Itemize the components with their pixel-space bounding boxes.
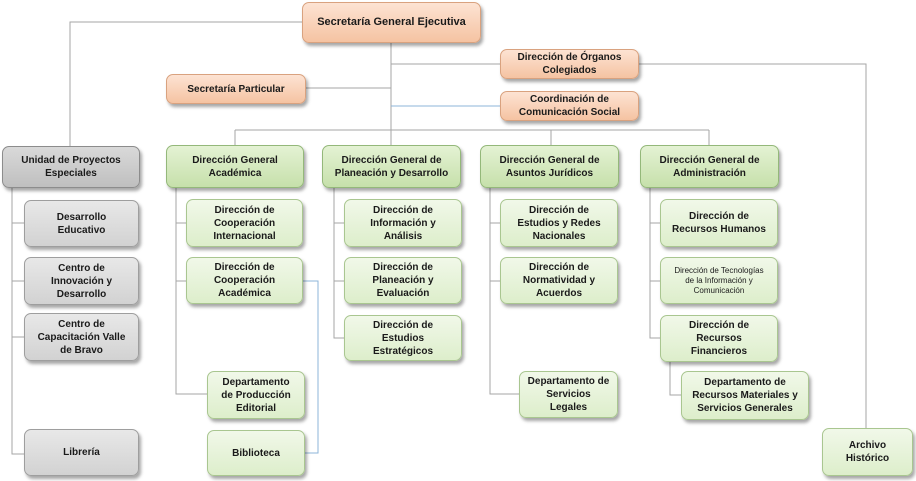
node-dir-recursos-humanos: Dirección de Recursos Humanos (660, 199, 778, 247)
node-unidad-proyectos-especiales: Unidad de Proyectos Especiales (2, 146, 140, 188)
node-archivo-historico: Archivo Histórico (822, 428, 913, 476)
node-centro-innovacion: Centro de Innovación y Desarrollo (24, 257, 139, 305)
node-centro-capacitacion: Centro de Capacitación Valle de Bravo (24, 313, 139, 361)
node-dir-normatividad-acuerdos: Dirección de Normatividad y Acuerdos (500, 257, 618, 304)
connector-planeacion-children (333, 188, 344, 339)
node-depto-servicios-legales: Departamento de Servicios Legales (519, 371, 618, 418)
connector-administracion-children (649, 188, 660, 339)
node-dir-cooperacion-internacional: Dirección de Cooperación Internacional (186, 199, 303, 247)
node-dir-informacion-analisis: Dirección de Información y Análisis (344, 199, 462, 247)
connector-academica-children (175, 188, 207, 395)
node-dg-juridicos: Dirección General de Asuntos Jurídicos (480, 145, 619, 188)
node-dir-estudios-redes: Dirección de Estudios y Redes Nacionales (500, 199, 618, 247)
node-desarrollo-educativo: Desarrollo Educativo (24, 200, 139, 247)
connector-juridicos-children (489, 188, 519, 395)
node-dir-cooperacion-academica: Dirección de Cooperación Académica (186, 257, 303, 304)
node-dir-tecnologias-informacion: Dirección de Tecnologías de la Informaci… (660, 257, 778, 304)
node-libreria: Librería (24, 429, 139, 476)
node-dir-planeacion-evaluacion: Dirección de Planeación y Evaluación (344, 257, 462, 304)
node-dg-administracion: Dirección General de Administración (640, 145, 779, 188)
node-dg-academica: Dirección General Académica (166, 145, 304, 188)
node-coordinacion-comunicacion-social: Coordinación de Comunicación Social (500, 91, 639, 121)
node-dir-estudios-estrategicos: Dirección de Estudios Estratégicos (344, 315, 462, 361)
node-dir-recursos-financieros: Dirección de Recursos Financieros (660, 315, 778, 362)
node-depto-recursos-materiales: Departamento de Recursos Materiales y Se… (681, 371, 809, 420)
node-secretaria-general-ejecutiva: Secretaría General Ejecutiva (302, 2, 481, 43)
connector-biblioteca (303, 280, 319, 454)
connector-upe-children (11, 188, 24, 455)
connector-financieros-child (669, 362, 681, 396)
node-dg-planeacion: Dirección General de Planeación y Desarr… (322, 145, 461, 188)
node-direccion-organos-colegiados: Dirección de Órganos Colegiados (500, 49, 639, 79)
node-biblioteca: Biblioteca (207, 430, 305, 476)
node-secretaria-particular: Secretaría Particular (166, 74, 306, 104)
connector-root-upe (69, 21, 302, 146)
node-depto-produccion-editorial: Departamento de Producción Editorial (207, 371, 305, 419)
